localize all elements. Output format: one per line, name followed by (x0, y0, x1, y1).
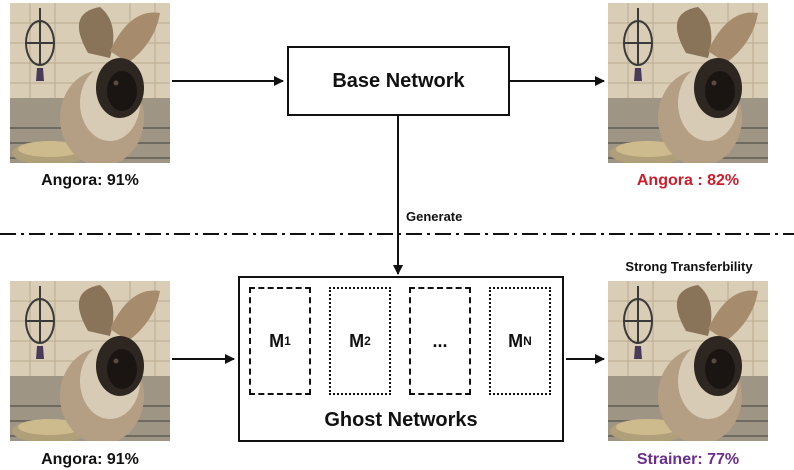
generate-label: Generate (406, 209, 463, 224)
output-caption-bottom: Strainer: 77% (636, 451, 740, 468)
ghost-networks-box: Ghost Networks (238, 276, 564, 442)
model-label-ellipsis: ... (432, 330, 448, 351)
output-rabbit-image-bottom (608, 281, 768, 441)
input-rabbit-image-top (10, 3, 170, 163)
model-subscript-2: 2 (364, 334, 371, 348)
base-network-label: Base Network (332, 69, 465, 92)
strong-transferability-label: Strong Transferbility (625, 259, 753, 274)
output-rabbit-image-top (608, 3, 768, 163)
input-rabbit-image-bottom (10, 281, 170, 441)
ghost-networks-label: Ghost Networks (324, 409, 478, 431)
model-label-1: M (269, 330, 285, 351)
model-subscript-1: 1 (284, 334, 291, 348)
model-label-n: M (508, 330, 524, 351)
base-network-box: Base Network (287, 46, 510, 116)
input-caption-top: Angora: 91% (41, 172, 139, 189)
output-caption-top: Angora : 82% (636, 172, 740, 189)
model-box-ellipsis: ... (409, 287, 471, 395)
model-label-2: M (349, 330, 365, 351)
input-caption-bottom: Angora: 91% (41, 451, 139, 468)
model-subscript-n: N (523, 334, 532, 348)
